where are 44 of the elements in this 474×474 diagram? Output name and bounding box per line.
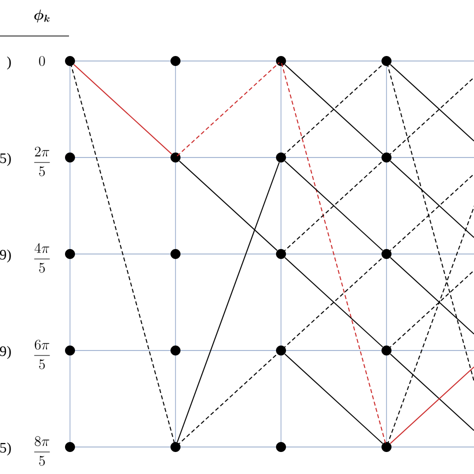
row-label: ) xyxy=(7,56,11,70)
trellis-branch xyxy=(176,62,280,156)
trellis-branch xyxy=(176,162,280,443)
trellis-branch xyxy=(390,64,474,142)
trellis-dot xyxy=(276,346,286,356)
trellis-dot xyxy=(65,249,75,259)
trellis-dot xyxy=(276,56,286,66)
trellis-dot xyxy=(276,442,286,452)
trellis-branch xyxy=(390,354,474,432)
trellis-branch xyxy=(390,160,474,238)
trellis-dot xyxy=(276,152,286,162)
trellis-branch xyxy=(70,62,176,446)
trellis-dot xyxy=(382,249,392,259)
trellis-branch xyxy=(390,366,474,444)
trellis-dot xyxy=(170,56,180,66)
trellis-dot xyxy=(382,56,392,66)
row-label: 9) xyxy=(0,346,11,360)
trellis-dot xyxy=(170,152,180,162)
phase-value: $\frac{8\pi}{5}$ xyxy=(34,436,50,466)
phase-value: $\frac{6\pi}{5}$ xyxy=(34,340,50,370)
trellis-dot xyxy=(65,56,75,66)
trellis-dot xyxy=(65,152,75,162)
trellis-dot xyxy=(65,346,75,356)
trellis-dot xyxy=(382,442,392,452)
phase-value: $0$ xyxy=(39,56,45,66)
phase-value: $\frac{4\pi}{5}$ xyxy=(34,243,50,273)
trellis-branch xyxy=(281,62,386,446)
phase-value: $\frac{2\pi}{5}$ xyxy=(34,146,50,176)
trellis-branch xyxy=(390,257,474,335)
trellis-branch xyxy=(178,160,278,251)
trellis-branch xyxy=(386,204,474,446)
row-label: 5) xyxy=(0,442,11,456)
trellis-dot xyxy=(65,442,75,452)
trellis-dot xyxy=(382,152,392,162)
row-label: 5) xyxy=(0,152,11,166)
trellis-branch xyxy=(284,354,384,444)
trellis-dot xyxy=(276,249,286,259)
trellis-branch xyxy=(73,64,172,154)
trellis-dot xyxy=(170,442,180,452)
row-label: 9) xyxy=(0,249,11,263)
trellis-dot xyxy=(170,346,180,356)
trellis-dot xyxy=(170,249,180,259)
trellis-dot xyxy=(382,346,392,356)
column-heading: $\boldsymbol{\phi_k}$ xyxy=(34,10,50,22)
